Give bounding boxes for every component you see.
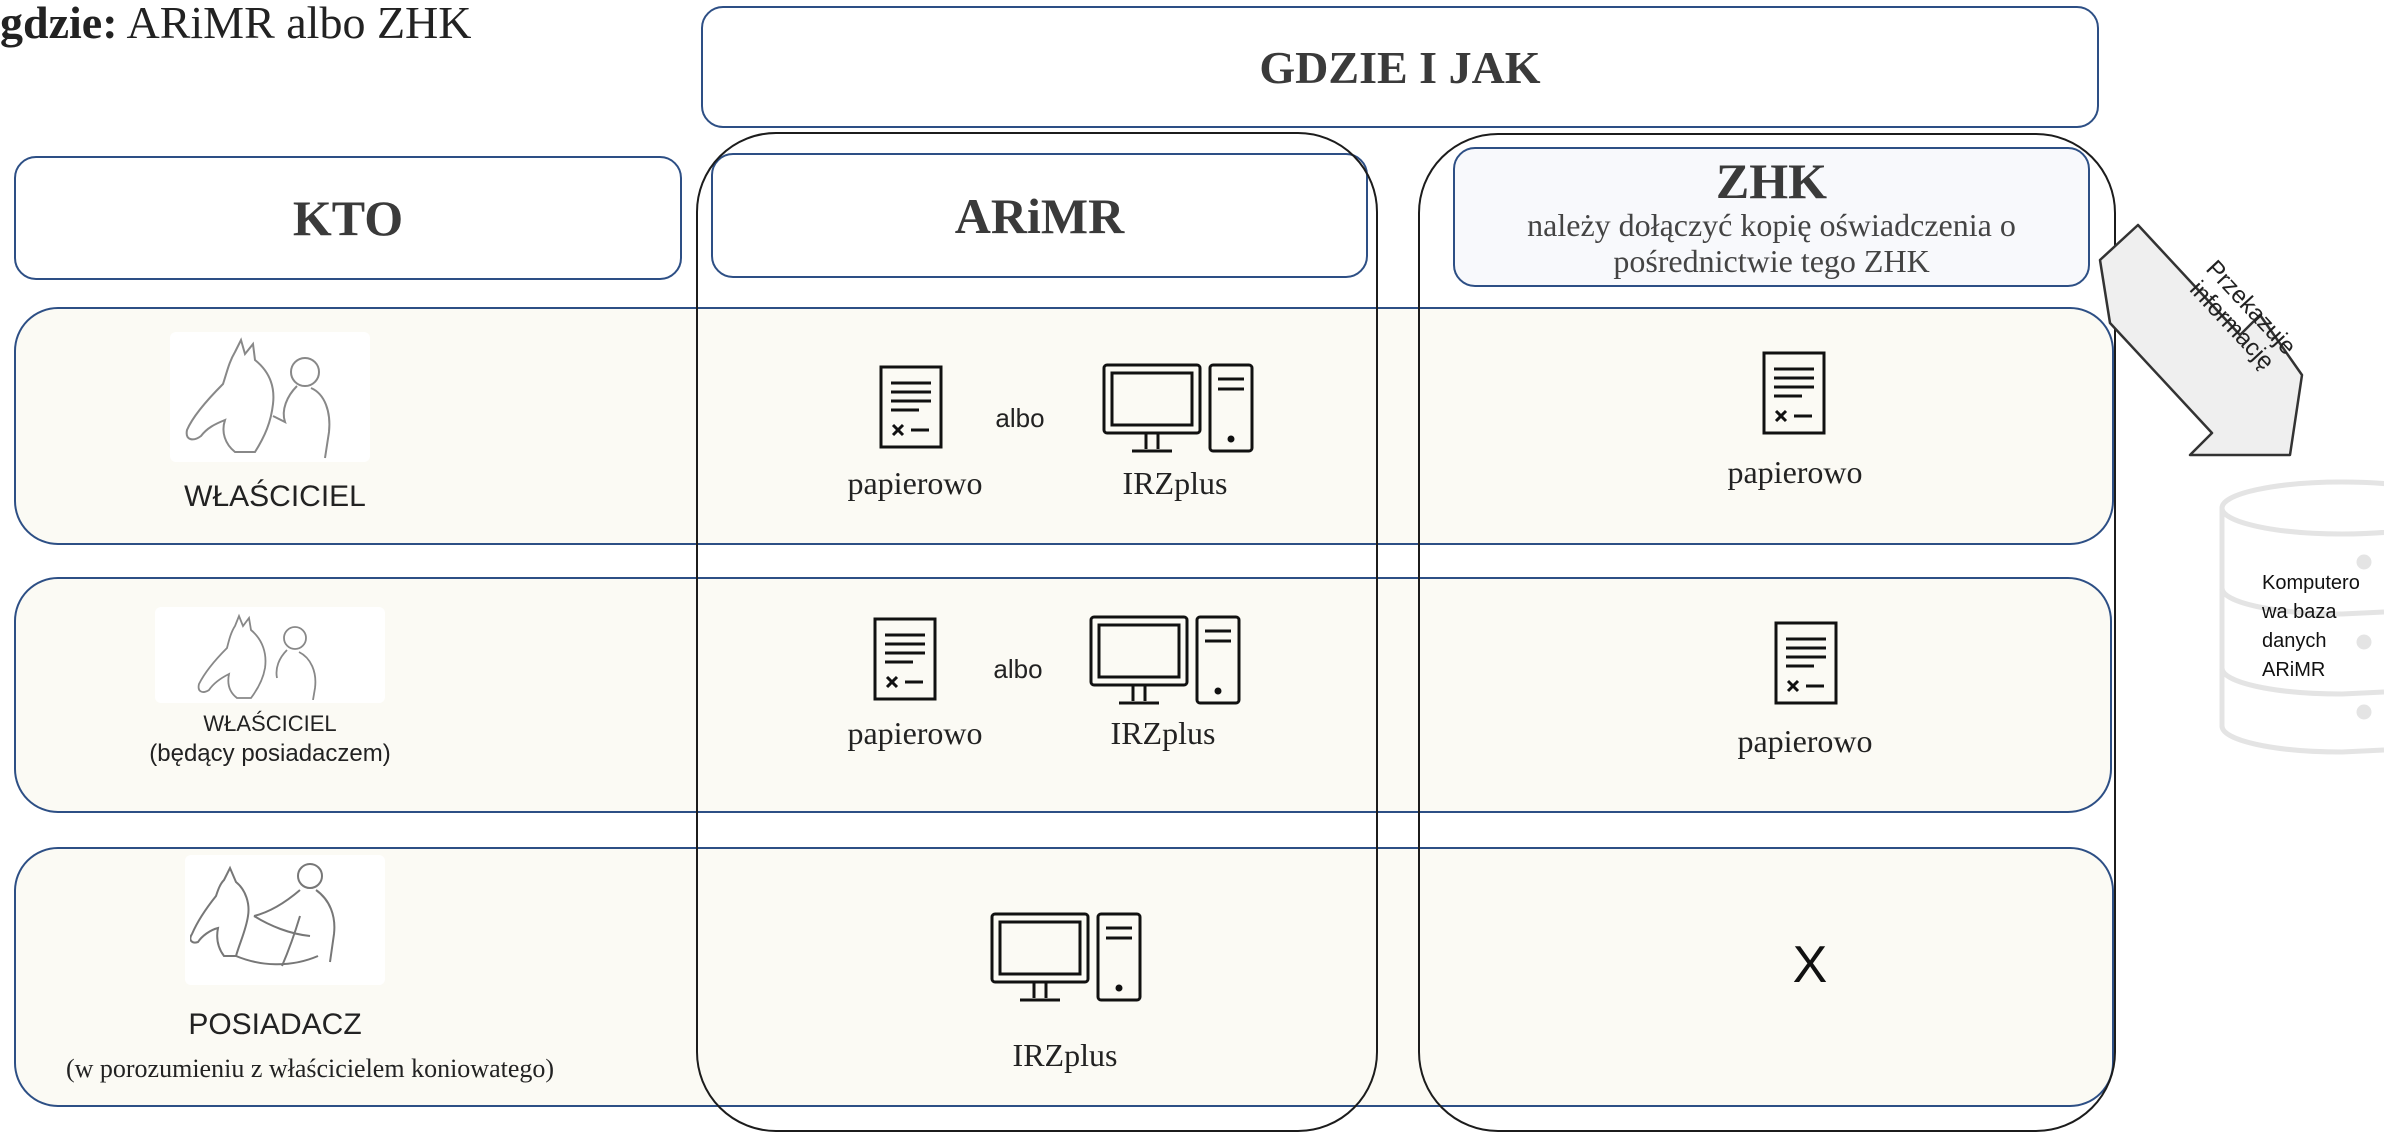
header-zhk: ZHK należy dołączyć kopię oświadczenia o…	[1453, 147, 2090, 287]
computer-icon	[1102, 363, 1254, 460]
row3-who: POSIADACZ	[188, 1008, 362, 1041]
row1-arimr-paper: papierowo	[847, 465, 983, 501]
row2-arimr-system: IRZplus	[1110, 715, 1216, 751]
row1-who: WŁAŚCICIEL	[184, 480, 366, 513]
transfer-arrow: Przekazuje informację	[2090, 215, 2320, 465]
row1-zhk: papierowo	[1727, 454, 1863, 490]
database-icon: Komputero wa baza danych ARiMR	[2212, 478, 2384, 756]
row1-or: albo	[995, 403, 1045, 433]
document-icon	[1762, 351, 1826, 440]
header-zhk-note-line2: pośrednictwie tego ZHK	[1613, 243, 1930, 279]
document-icon	[1774, 621, 1838, 710]
row3-who-sub: (w porozumieniu z właścicielem koniowate…	[65, 1054, 555, 1083]
row2-who-sub: (będący posiadaczem)	[149, 740, 391, 767]
database-line2: wa baza	[2262, 601, 2337, 623]
database-line1: Komputero	[2262, 572, 2360, 594]
row2-zhk: papierowo	[1737, 723, 1873, 759]
headline-text: ARiMR albo ZHK	[126, 0, 472, 48]
document-icon	[879, 365, 943, 454]
computer-icon	[1089, 615, 1241, 712]
headline: gdzie: ARiMR albo ZHK	[0, 0, 471, 49]
header-arimr: ARiMR	[711, 153, 1368, 278]
header-kto-title: KTO	[292, 190, 404, 246]
row3-arimr-system: IRZplus	[1012, 1037, 1118, 1073]
header-main: GDZIE I JAK	[701, 6, 2099, 128]
database-line3: danych	[2262, 630, 2327, 652]
header-arimr-title: ARiMR	[954, 187, 1125, 244]
owner-horse-photo	[170, 332, 370, 462]
computer-icon	[990, 912, 1142, 1009]
header-zhk-note-line1: należy dołączyć kopię oświadczenia o	[1527, 207, 2016, 243]
header-kto: KTO	[14, 156, 682, 280]
header-main-title: GDZIE I JAK	[1259, 41, 1541, 93]
row3-zhk: X	[1792, 936, 1828, 994]
row1-arimr-system: IRZplus	[1122, 465, 1228, 501]
document-icon	[873, 617, 937, 706]
owner-keeper-horse-photo	[155, 607, 385, 703]
keeper-horse-photo	[185, 855, 385, 985]
row2-or: albo	[993, 654, 1043, 684]
headline-prefix: gdzie:	[0, 0, 118, 48]
row2-who: WŁAŚCICIEL	[203, 711, 337, 736]
row2-arimr-paper: papierowo	[847, 715, 983, 751]
header-zhk-title: ZHK	[1715, 153, 1828, 209]
database-line4: ARiMR	[2262, 659, 2326, 681]
